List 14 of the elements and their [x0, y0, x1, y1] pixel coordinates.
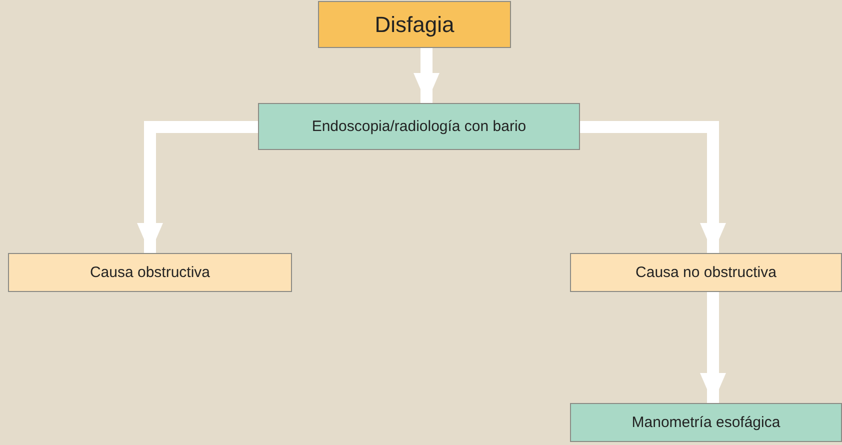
process-box: [258, 103, 580, 150]
box-label: Disfagia: [374, 12, 454, 38]
box-label: Causa no obstructiva: [636, 264, 776, 281]
arrow: [414, 48, 440, 103]
arrow: [580, 121, 726, 253]
arrow: [700, 292, 726, 403]
arrow: [137, 121, 258, 253]
process-box: [570, 403, 842, 442]
process-box: [318, 1, 511, 48]
process-box: [8, 253, 292, 292]
box-label: Endoscopia/radiología con bario: [312, 118, 526, 135]
box-label: Manometría esofágica: [632, 414, 780, 431]
process-box: [570, 253, 842, 292]
box-label: Causa obstructiva: [90, 264, 210, 281]
